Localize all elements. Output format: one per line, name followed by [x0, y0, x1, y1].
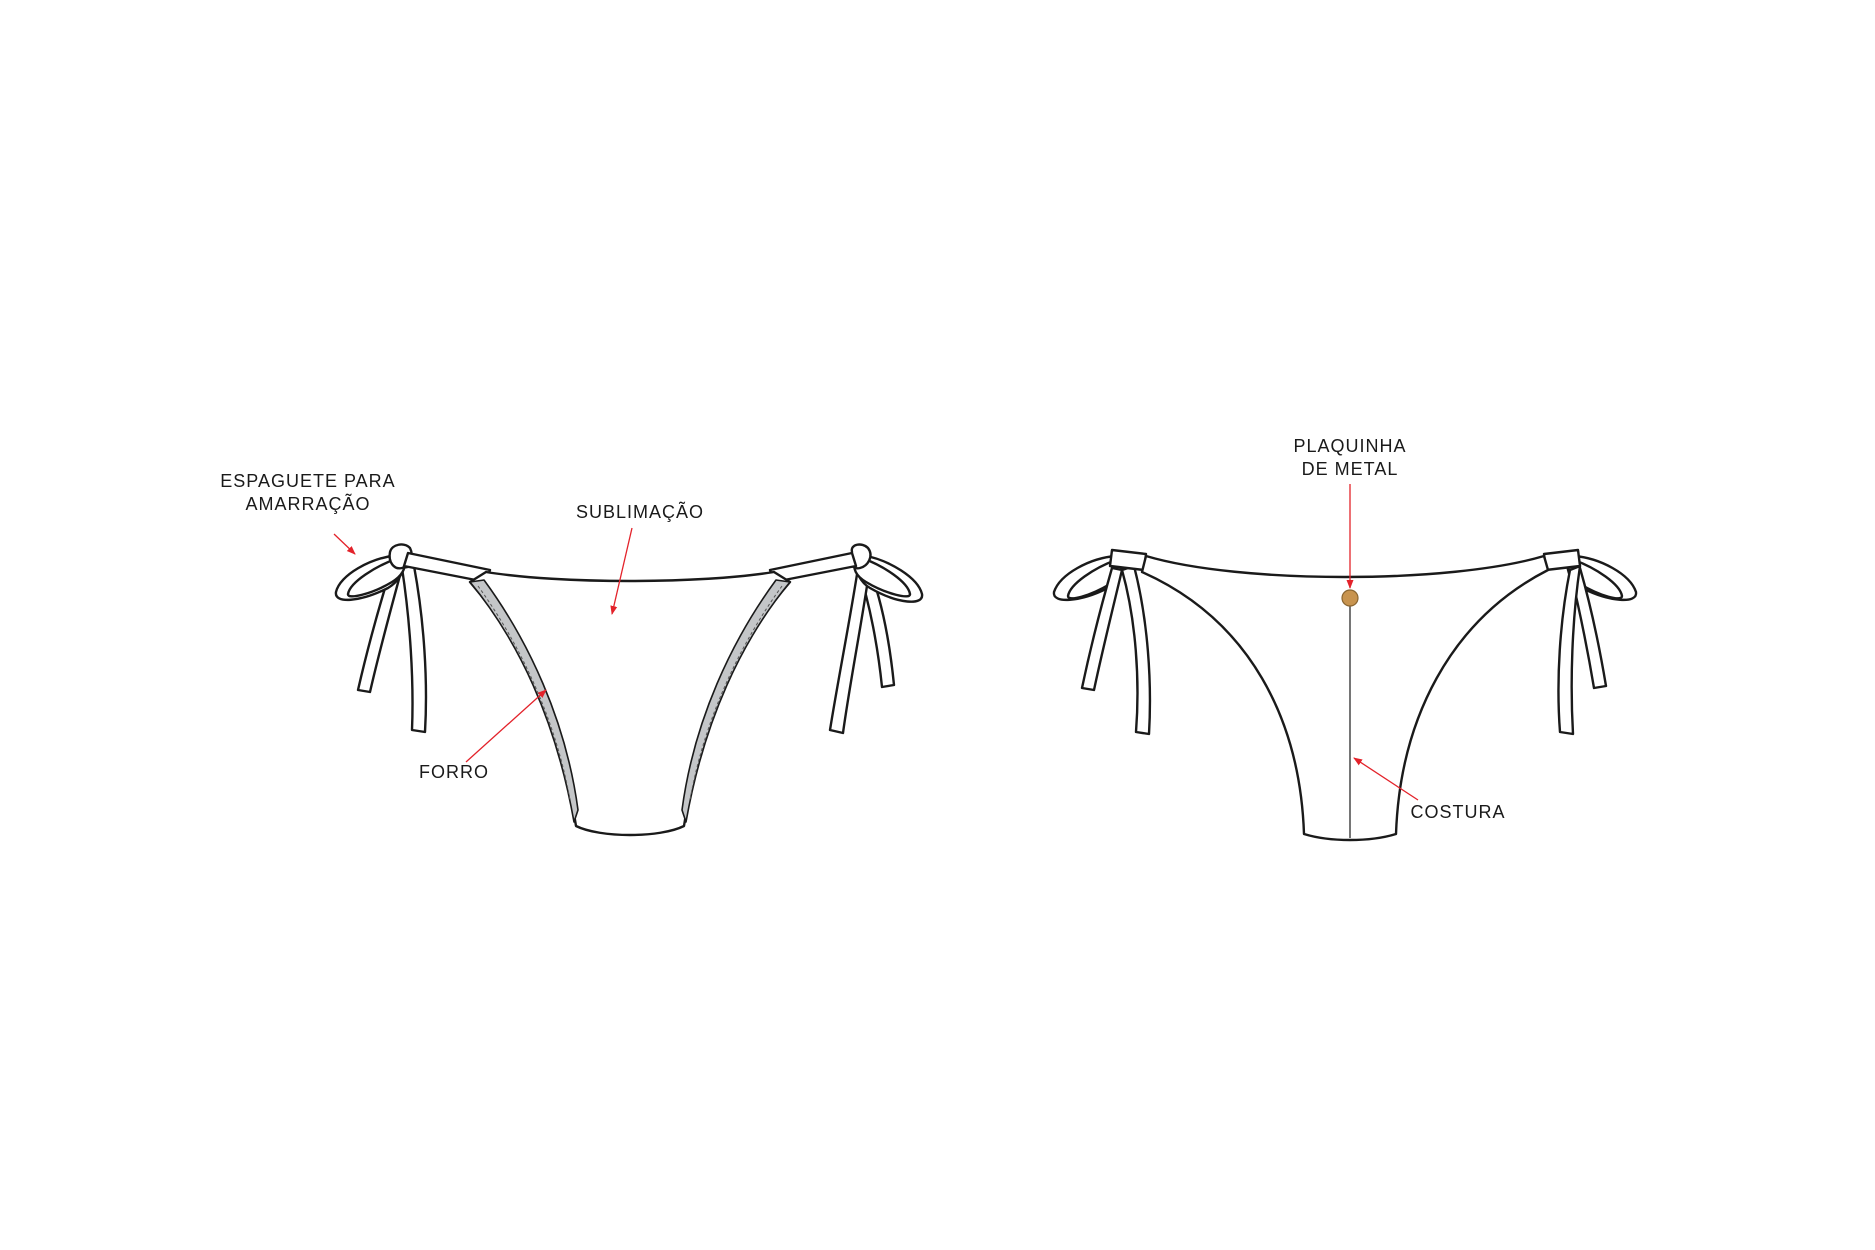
label-lining: FORRO: [419, 762, 489, 782]
leader-sublimation: [610, 527, 633, 615]
metal-plate-icon: [1341, 589, 1359, 607]
back-left-tie: [1052, 548, 1152, 736]
label-tie-strings-line2: AMARRAÇÃO: [245, 493, 370, 514]
front-right-tie-end-inner: [828, 564, 872, 735]
back-left-tie-end-inner: [1120, 564, 1152, 736]
back-left-knot-tab: [1108, 548, 1148, 572]
label-metal-plate-line1: PLAQUINHA: [1293, 436, 1406, 456]
front-body: [468, 570, 792, 837]
front-right-tie-loop-front: [853, 556, 912, 598]
leader-lining: [465, 689, 547, 763]
front-left-lining: [469, 579, 579, 823]
back-left-tie-end-outer: [1080, 566, 1124, 692]
front-view: [334, 543, 924, 837]
front-left-tie: [334, 543, 428, 734]
leader-tie-strings: [333, 533, 356, 555]
label-sublimation: SUBLIMAÇÃO: [576, 501, 704, 522]
front-right-tie: [828, 543, 924, 735]
leader-lines: [333, 484, 1419, 801]
front-right-lining-stitch: [689, 585, 783, 801]
front-left-tie-end-inner: [400, 564, 428, 734]
front-waistline: [485, 571, 775, 582]
label-tie-strings-line1: ESPAGUETE PARA: [220, 471, 395, 491]
front-left-lining-stitch: [477, 585, 571, 801]
label-metal-plate-line2: DE METAL: [1302, 459, 1399, 479]
label-seam: COSTURA: [1410, 802, 1505, 822]
leader-seam: [1353, 757, 1419, 801]
back-right-tie-end-inner: [1557, 564, 1582, 736]
back-view: [1052, 548, 1638, 842]
back-body: [1140, 554, 1550, 842]
back-right-tie: [1542, 548, 1638, 736]
back-right-knot-tab: [1542, 548, 1582, 572]
front-right-lining: [681, 579, 791, 823]
front-left-tie-loop-front: [346, 556, 406, 598]
front-left-tie-end-outer: [356, 563, 404, 694]
